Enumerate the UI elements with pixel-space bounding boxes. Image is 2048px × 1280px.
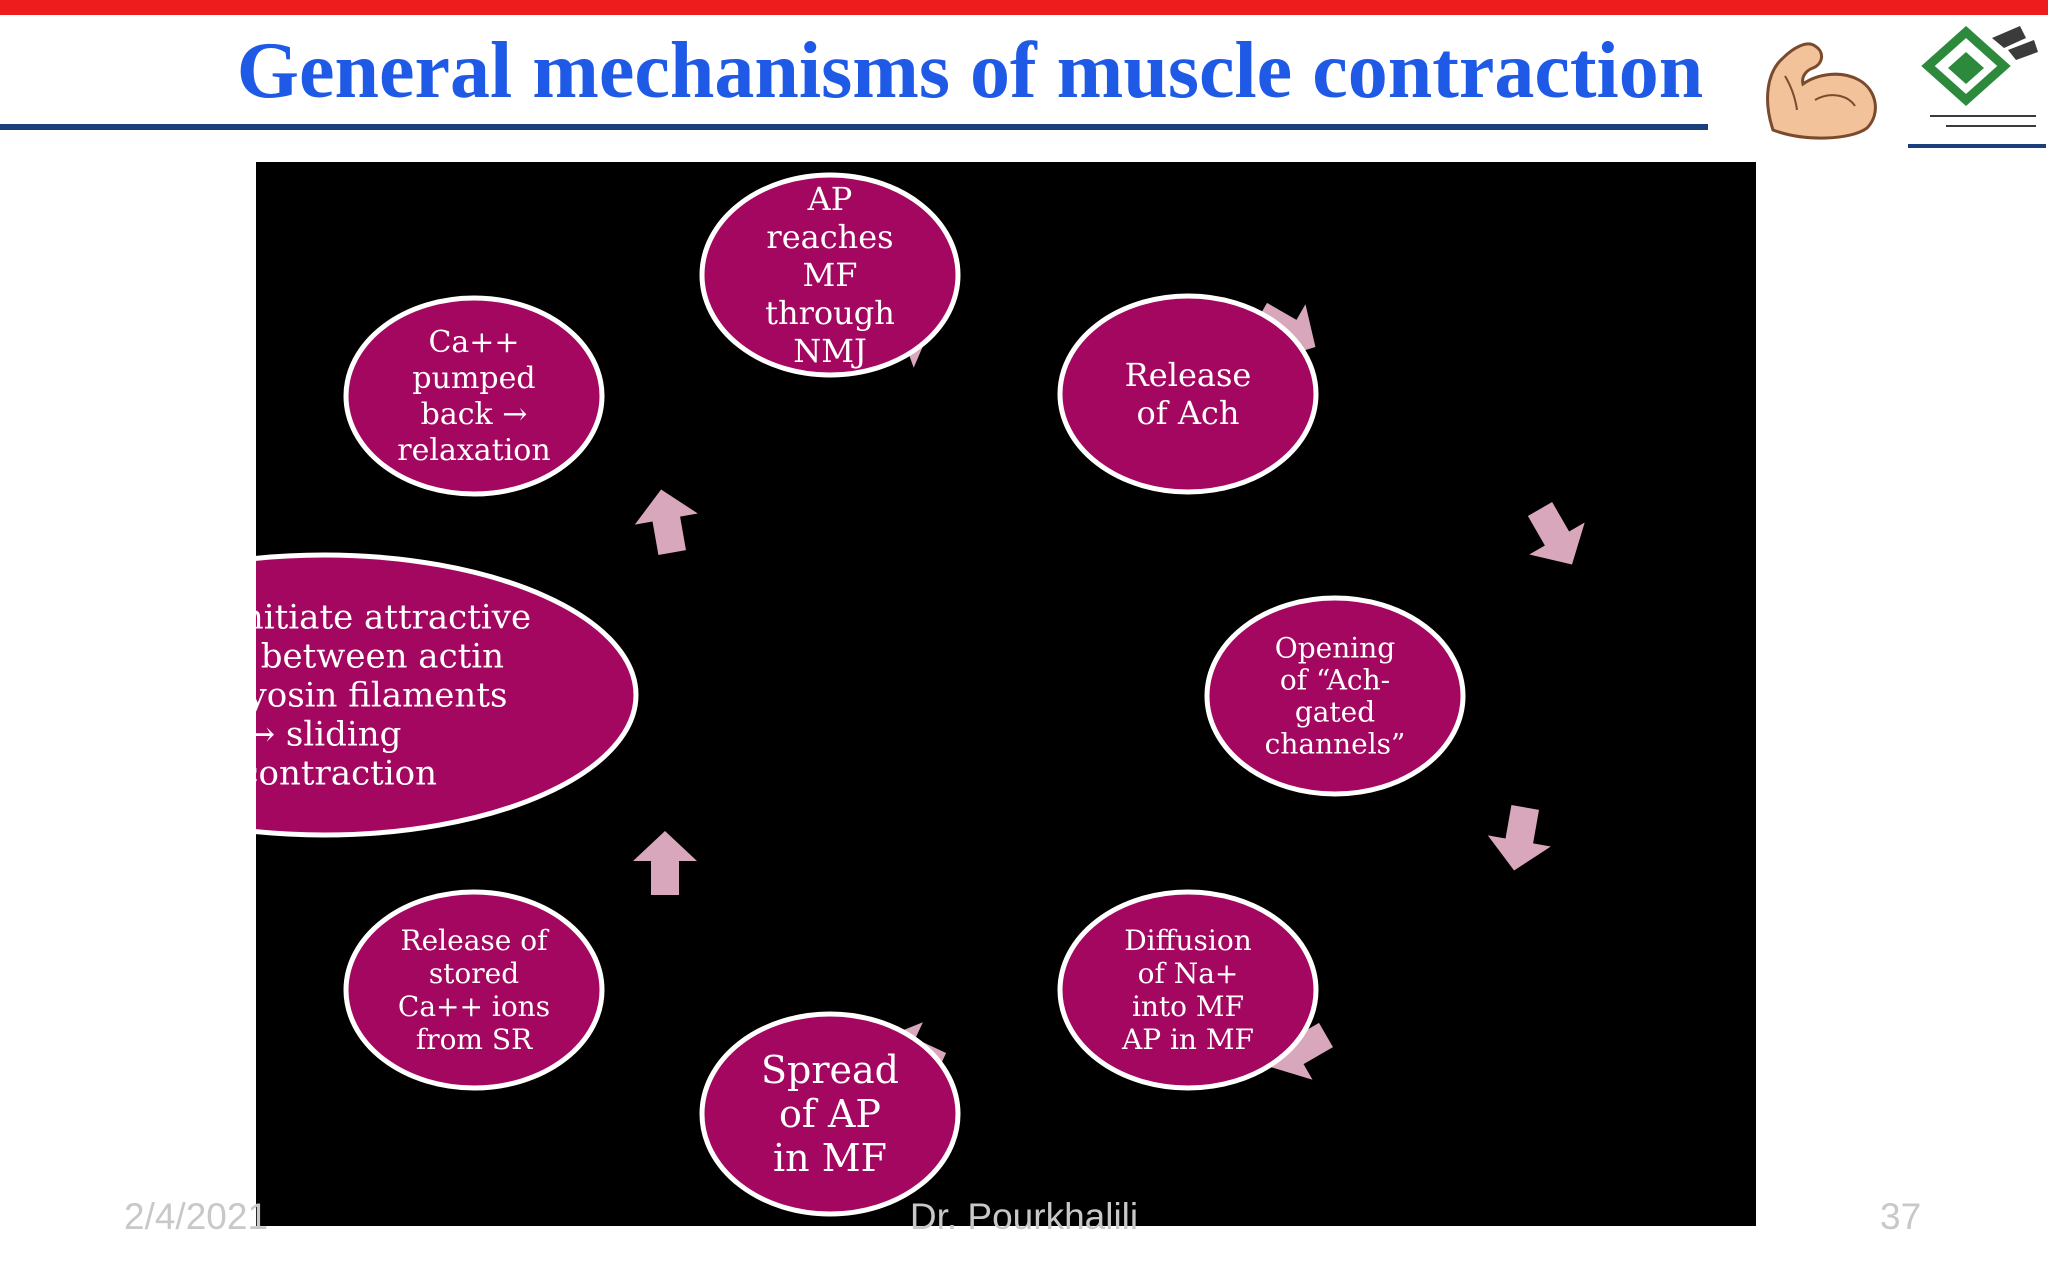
cycle-node-ca-initiate: Ca++ initiate attractiveforces between a… — [256, 552, 639, 838]
cycle-node-shape — [256, 552, 639, 838]
cycle-node-text: Diffusion — [1124, 924, 1252, 957]
cycle-node-text: and myosin filaments — [256, 676, 507, 716]
cycle-node-text: Ca++ ions — [398, 990, 550, 1023]
cycle-node-text: Ca++ — [428, 325, 519, 360]
cycle-node-text: through — [765, 294, 895, 332]
cycle-node-text: forces between actin — [256, 637, 504, 677]
cycle-node-text: of AP — [779, 1092, 881, 1136]
cycle-node-text: pumped — [412, 361, 535, 396]
page-number: 37 — [1880, 1196, 1922, 1237]
cycle-node-text: AP in MF — [1121, 1023, 1254, 1056]
cycle-node-text: Release of — [401, 924, 551, 957]
cycle-node-text: NMJ — [793, 332, 867, 370]
cycle-node-shape — [343, 889, 605, 1091]
cycle-arrow-7 — [633, 831, 697, 895]
cycle-node-text: from SR — [416, 1023, 533, 1056]
cycle-node-shape — [699, 1011, 961, 1217]
cycle-node-text: stored — [429, 957, 519, 990]
cycle-node-text: AP — [807, 180, 853, 218]
title-underline — [0, 124, 1708, 130]
cycle-node-text: of Ach — [1137, 394, 1240, 432]
cycle-node-shape — [699, 172, 961, 378]
cycle-node-text: →contraction — [256, 754, 437, 794]
cycle-arrow-3 — [1527, 502, 1585, 565]
cycle-node-text: in MF — [773, 1136, 887, 1180]
cycle-node-text: channels” — [1265, 728, 1406, 761]
cycle-node-text: relaxation — [397, 433, 550, 468]
cycle-node-text: MF — [803, 256, 858, 294]
cycle-arrow-8 — [634, 489, 698, 555]
university-logo-icon — [1908, 18, 2046, 150]
cycle-node-shape — [1204, 595, 1466, 797]
cycle-node-text: Ca++ initiate attractive — [256, 598, 531, 638]
cycle-node-shape — [343, 295, 605, 497]
cycle-node-text: Release — [1125, 356, 1252, 394]
cycle-node-text: reaches — [766, 218, 893, 256]
cycle-node-text: of Na+ — [1138, 957, 1239, 990]
cycle-node-text: Spread — [761, 1048, 899, 1092]
cycle-node-text: gated — [1295, 696, 1375, 729]
cycle-node-text: of “Ach- — [1280, 664, 1390, 697]
cycle-node-shape — [1057, 889, 1319, 1091]
cycle-node-text: → sliding — [256, 715, 401, 755]
footer-date: 2/4/2021 — [124, 1196, 269, 1237]
footer-author: Dr. Pourkhalili — [909, 1196, 1139, 1237]
flexed-arm-logo-icon — [1755, 30, 1885, 145]
cycle-node-text: back → — [421, 397, 528, 432]
cycle-node-text: Opening — [1275, 632, 1395, 665]
cycle-arrow-4 — [1487, 805, 1551, 871]
cycle-node-shape — [1057, 293, 1319, 495]
top-accent-bar — [0, 0, 2048, 15]
slide-title: General mechanisms of muscle contraction — [236, 27, 1704, 115]
cycle-node-text: into MF — [1132, 990, 1244, 1023]
